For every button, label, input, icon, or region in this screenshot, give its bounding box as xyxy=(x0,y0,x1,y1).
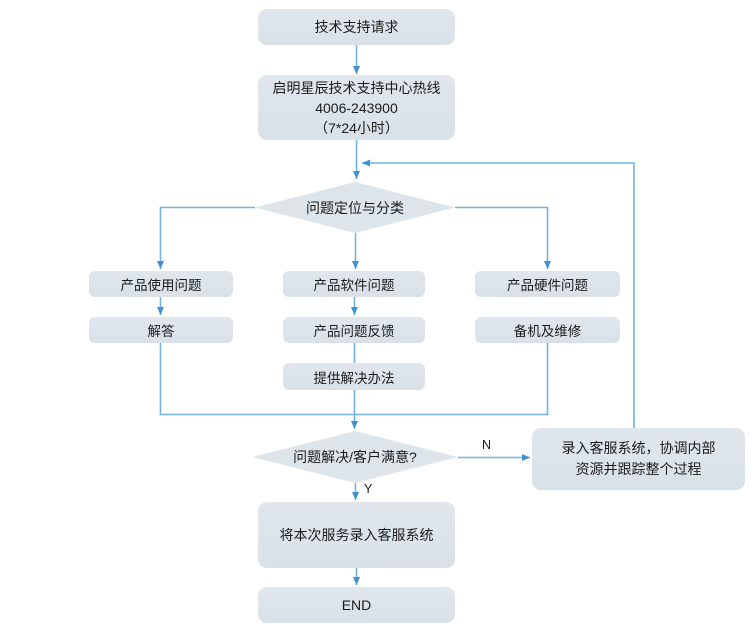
edge-label-no: N xyxy=(482,438,492,452)
node-escalate-line2: 资源并跟踪整个过程 xyxy=(575,461,702,477)
node-hotline-line2: 4006-243900 xyxy=(315,99,398,116)
edge-escalate-loopback xyxy=(362,159,635,428)
node-start-label: 技术支持请求 xyxy=(314,19,399,35)
node-classify-label: 问题定位与分类 xyxy=(306,199,404,216)
node-hotline: 启明星辰技术支持中心热线 4006-243900 （7*24小时） xyxy=(258,75,455,140)
node-start: 技术支持请求 xyxy=(258,9,455,45)
node-escalate: 录入客服系统，协调内部 资源并跟踪整个过程 xyxy=(532,428,745,490)
node-classify-decision: 问题定位与分类 xyxy=(255,182,455,233)
node-escalate-line1: 录入客服系统，协调内部 xyxy=(561,440,716,456)
node-hotline-line1: 启明星辰技术支持中心热线 xyxy=(272,79,441,96)
node-answer-label: 解答 xyxy=(147,324,175,339)
node-record: 将本次服务录入客服系统 xyxy=(258,502,455,568)
node-record-label: 将本次服务录入客服系统 xyxy=(279,527,434,543)
node-feedback: 产品问题反馈 xyxy=(283,317,425,343)
node-usage-issue: 产品使用问题 xyxy=(89,271,233,297)
node-hardware-issue: 产品硬件问题 xyxy=(475,271,620,297)
node-solution-label: 提供解决办法 xyxy=(313,370,395,386)
node-usage-label: 产品使用问题 xyxy=(120,278,202,293)
edge-classify-usage xyxy=(157,206,255,269)
node-solution: 提供解决办法 xyxy=(283,363,425,390)
node-answer: 解答 xyxy=(89,317,233,343)
node-satisfied-label: 问题解决/客户满意? xyxy=(293,449,417,465)
node-end: END xyxy=(258,587,455,623)
edge-label-yes: Y xyxy=(364,482,373,496)
node-repair-label: 备机及维修 xyxy=(513,324,582,339)
node-software-issue: 产品软件问题 xyxy=(283,271,425,297)
node-repair: 备机及维修 xyxy=(475,317,620,343)
node-feedback-label: 产品问题反馈 xyxy=(313,324,395,339)
node-end-label: END xyxy=(341,597,372,613)
node-hardware-label: 产品硬件问题 xyxy=(507,278,588,293)
edge-classify-hardware xyxy=(455,206,551,269)
node-hotline-line3: （7*24小时） xyxy=(314,119,399,136)
node-software-label: 产品软件问题 xyxy=(313,278,395,293)
node-satisfied-decision: 问题解决/客户满意? xyxy=(252,431,458,483)
